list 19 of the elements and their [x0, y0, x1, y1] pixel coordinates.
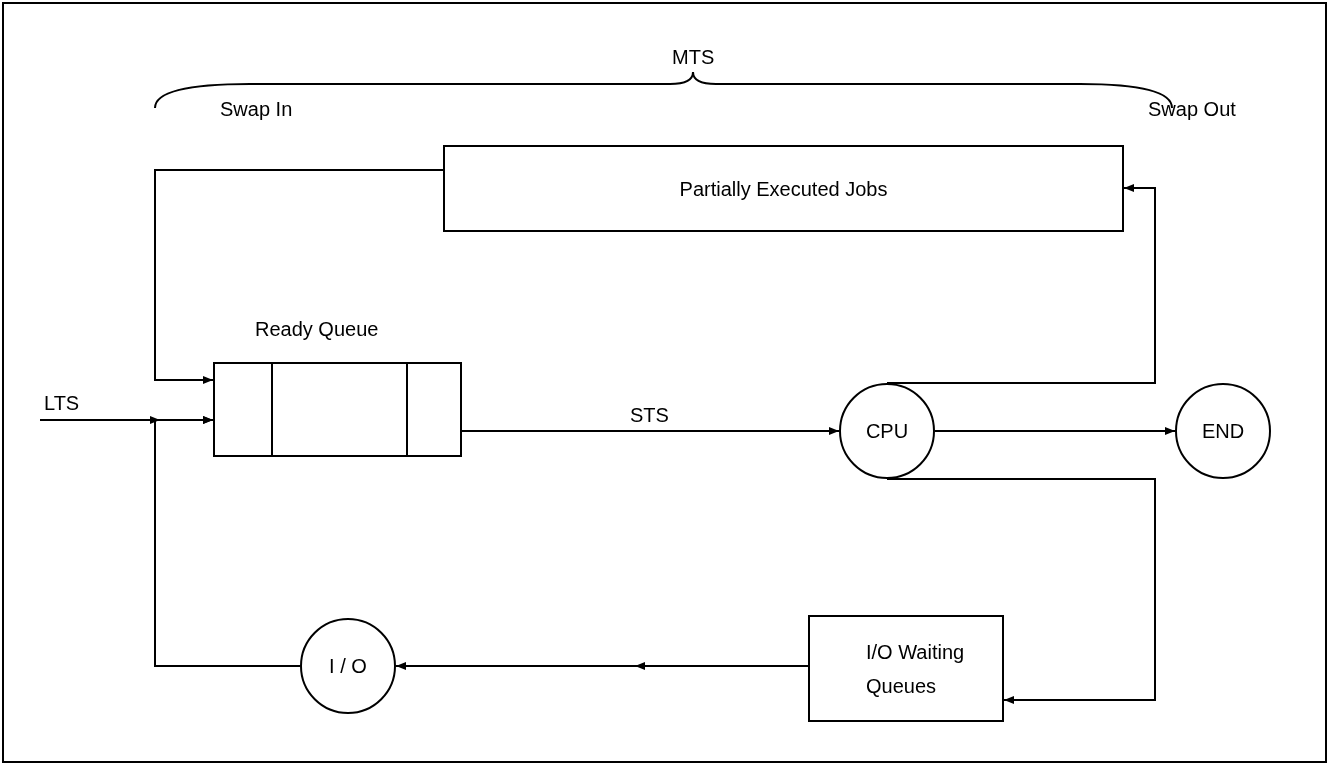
arrow — [154, 416, 301, 667]
text-label: Swap In — [220, 97, 293, 122]
arrow — [395, 662, 809, 670]
arrow — [461, 427, 840, 435]
arrow — [934, 427, 1176, 435]
text-label: Swap Out — [1148, 97, 1236, 122]
process-box — [443, 145, 1124, 232]
node-text: I / O — [329, 654, 367, 679]
process-box — [808, 615, 1004, 722]
queue-heading: Ready Queue — [255, 317, 379, 342]
edge-label: LTS — [44, 391, 80, 416]
arrow — [154, 169, 444, 384]
node-text: I/O Waiting Queues — [866, 639, 966, 699]
edge-label: STS — [630, 403, 669, 428]
node-text: END — [1201, 419, 1245, 444]
text-label: MTS — [672, 45, 715, 70]
node-text: CPU — [865, 419, 909, 444]
arrow — [886, 184, 1156, 384]
node-text: Partially Executed Jobs — [679, 176, 888, 202]
